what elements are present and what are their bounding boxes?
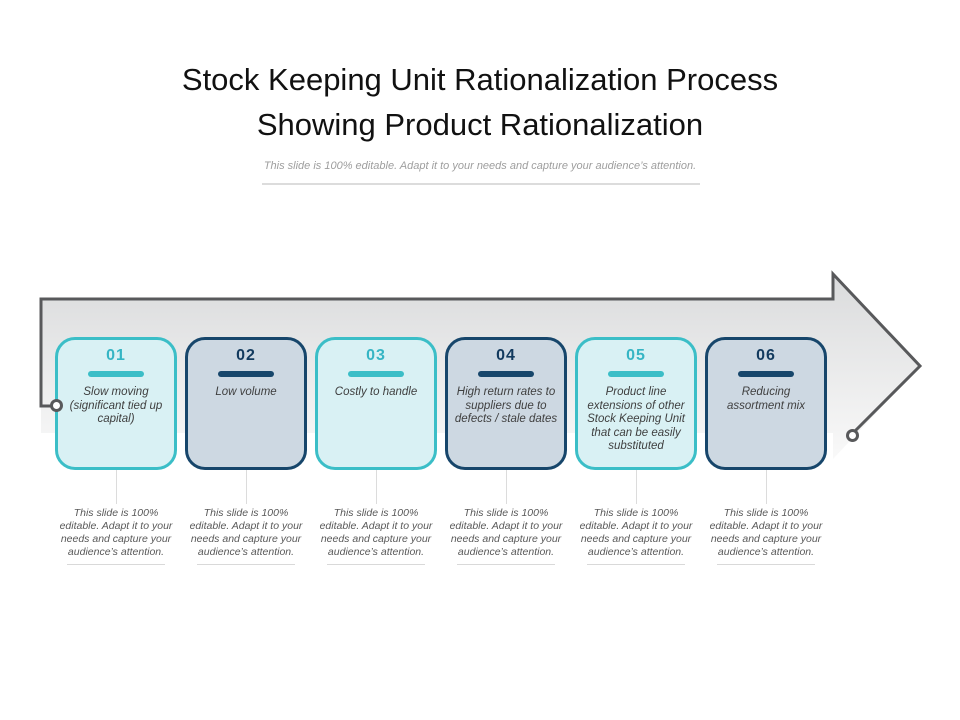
step-label: Low volume bbox=[215, 386, 277, 398]
step-divider-bar bbox=[348, 371, 404, 377]
caption-underline bbox=[587, 564, 685, 565]
step-number: 02 bbox=[236, 347, 256, 364]
step-box-05: 05 Product line extensions of other Stoc… bbox=[575, 337, 697, 470]
caption-connector-line bbox=[116, 470, 117, 504]
step-box-01: 01 Slow moving (significant tied up capi… bbox=[55, 337, 177, 470]
step-caption-03: This slide is 100% editable. Adapt it to… bbox=[315, 507, 437, 565]
step-divider-bar bbox=[738, 371, 794, 377]
step-boxes-row: 01 Slow moving (significant tied up capi… bbox=[55, 337, 827, 470]
caption-underline bbox=[717, 564, 815, 565]
step-divider-bar bbox=[88, 371, 144, 377]
step-label: High return rates to suppliers due to de… bbox=[454, 386, 558, 425]
arrow-outline bbox=[39, 270, 923, 436]
step-label: Product line extensions of other Stock K… bbox=[587, 386, 685, 452]
step-label: Reducing assortment mix bbox=[727, 386, 805, 412]
step-box-03: 03 Costly to handle bbox=[315, 337, 437, 470]
step-caption-04: This slide is 100% editable. Adapt it to… bbox=[445, 507, 567, 565]
caption-connector-line bbox=[506, 470, 507, 504]
caption-underline bbox=[197, 564, 295, 565]
caption-underline bbox=[327, 564, 425, 565]
step-box-02: 02 Low volume bbox=[185, 337, 307, 470]
step-label: Slow moving (significant tied up capital… bbox=[69, 386, 163, 425]
arrow-end-ring-icon bbox=[846, 429, 859, 442]
step-number: 01 bbox=[106, 347, 126, 364]
caption-connector-line bbox=[766, 470, 767, 504]
step-number: 04 bbox=[496, 347, 516, 364]
step-divider-bar bbox=[218, 371, 274, 377]
caption-text: This slide is 100% editable. Adapt it to… bbox=[59, 507, 173, 558]
caption-connector-line bbox=[246, 470, 247, 504]
step-divider-bar bbox=[478, 371, 534, 377]
step-divider-bar bbox=[608, 371, 664, 377]
step-caption-02: This slide is 100% editable. Adapt it to… bbox=[185, 507, 307, 565]
slide-subtitle: This slide is 100% editable. Adapt it to… bbox=[263, 160, 697, 172]
caption-text: This slide is 100% editable. Adapt it to… bbox=[319, 507, 433, 558]
caption-underline bbox=[457, 564, 555, 565]
arrow-start-ring-icon bbox=[50, 399, 63, 412]
subtitle-divider bbox=[262, 183, 700, 185]
step-number: 05 bbox=[626, 347, 646, 364]
step-caption-06: This slide is 100% editable. Adapt it to… bbox=[705, 507, 827, 565]
step-number: 06 bbox=[756, 347, 776, 364]
caption-underline bbox=[67, 564, 165, 565]
step-label: Costly to handle bbox=[334, 386, 418, 398]
caption-text: This slide is 100% editable. Adapt it to… bbox=[189, 507, 303, 558]
caption-text: This slide is 100% editable. Adapt it to… bbox=[579, 507, 693, 558]
caption-connector-line bbox=[636, 470, 637, 504]
step-box-04: 04 High return rates to suppliers due to… bbox=[445, 337, 567, 470]
caption-text: This slide is 100% editable. Adapt it to… bbox=[449, 507, 563, 558]
step-caption-01: This slide is 100% editable. Adapt it to… bbox=[55, 507, 177, 565]
step-box-06: 06 Reducing assortment mix bbox=[705, 337, 827, 470]
caption-connector-line bbox=[376, 470, 377, 504]
step-caption-05: This slide is 100% editable. Adapt it to… bbox=[575, 507, 697, 565]
caption-text: This slide is 100% editable. Adapt it to… bbox=[709, 507, 823, 558]
slide-title: Stock Keeping Unit Rationalization Proce… bbox=[181, 62, 779, 142]
step-number: 03 bbox=[366, 347, 386, 364]
captions-row: This slide is 100% editable. Adapt it to… bbox=[55, 507, 827, 565]
